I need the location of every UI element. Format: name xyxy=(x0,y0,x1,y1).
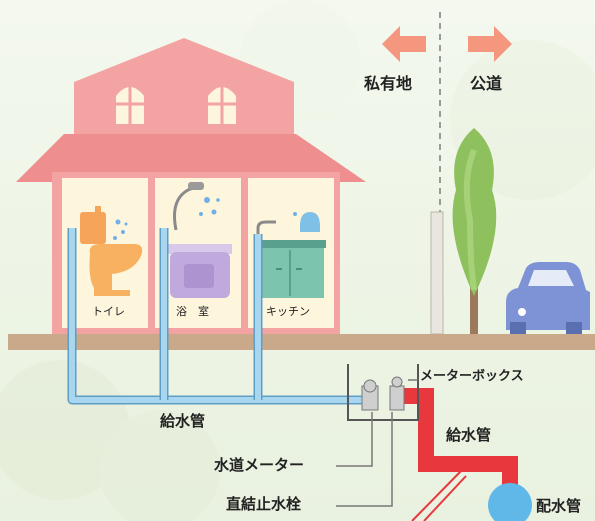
public-road-label: 公道 xyxy=(470,74,503,93)
arrow-right-icon xyxy=(468,26,512,62)
boundary-post xyxy=(430,211,444,335)
tree-icon xyxy=(452,128,497,334)
public-pipe-label: 給水管 xyxy=(446,426,492,444)
toilet-label: トイレ xyxy=(92,305,125,318)
meter-box-label: メーターボックス xyxy=(420,369,524,384)
attic-window-left xyxy=(116,84,144,124)
kitchen-sink-icon xyxy=(254,212,326,298)
car-icon xyxy=(506,262,590,334)
stop-valve-label: 直結止水栓 xyxy=(226,495,302,513)
private-land-label: 私有地 xyxy=(364,74,413,93)
stop-valve-icon xyxy=(389,385,405,411)
bath-label: 浴 室 xyxy=(176,305,209,318)
private-pipe-label: 給水管 xyxy=(160,412,206,430)
ground-strip xyxy=(8,334,595,350)
meter-box xyxy=(347,364,419,421)
arrow-left-icon xyxy=(382,26,426,62)
highlight-lines xyxy=(411,469,467,521)
bathtub-icon xyxy=(168,182,232,298)
attic-window-right xyxy=(208,84,236,124)
kitchen-label: キッチン xyxy=(266,305,310,318)
distribution-main-label: 配水管 xyxy=(536,497,582,515)
leader-lines xyxy=(336,379,418,507)
private-supply-pipe xyxy=(67,228,376,405)
water-meter-label: 水道メーター xyxy=(214,456,305,474)
distribution-main-pipe xyxy=(488,483,532,521)
toilet-icon xyxy=(80,206,143,296)
